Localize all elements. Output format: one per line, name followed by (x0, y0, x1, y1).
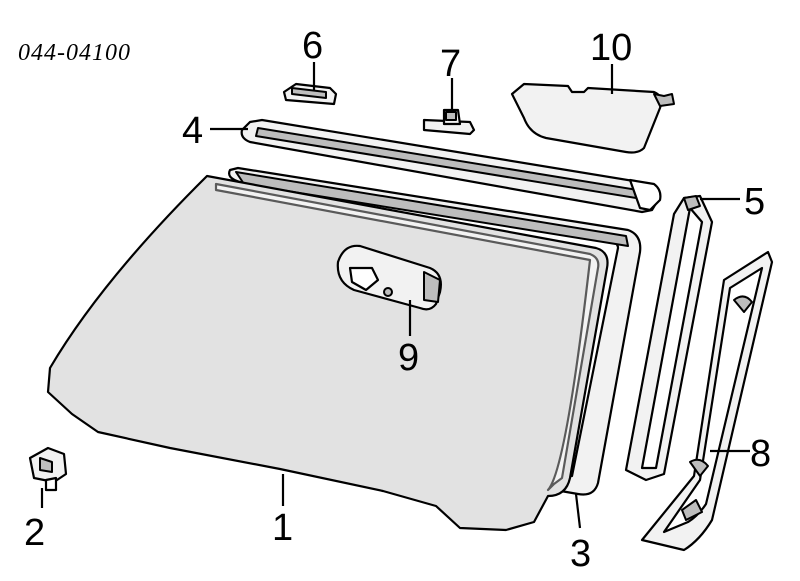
callout-8: 8 (750, 433, 771, 475)
part-4-upper-molding (240, 118, 662, 214)
callout-1: 1 (272, 507, 293, 549)
callout-4: 4 (182, 110, 203, 152)
callout-9: 9 (398, 337, 419, 379)
leader-3 (574, 493, 582, 529)
part-10-sun-visor (510, 82, 675, 154)
callout-2: 2 (24, 512, 45, 554)
callout-labels: 1 2 3 4 5 6 7 8 9 10 (24, 25, 771, 575)
part-8-pillar-garnish (640, 250, 774, 552)
callout-10: 10 (590, 27, 632, 69)
leader-lines (40, 62, 750, 529)
part-5-pillar-weatherstrip (624, 194, 714, 482)
document-code: 044-04100 (18, 40, 131, 66)
part-2-retainer-clip (28, 446, 68, 492)
part-9-rearview-mirror (336, 244, 442, 311)
callout-3: 3 (570, 533, 591, 575)
part-7-mirror-mount (422, 108, 476, 136)
part-1-windshield-glass (46, 174, 609, 532)
callout-6: 6 (302, 25, 323, 67)
callout-7: 7 (440, 43, 461, 85)
part-6-clip (282, 82, 338, 106)
callout-5: 5 (744, 181, 765, 223)
